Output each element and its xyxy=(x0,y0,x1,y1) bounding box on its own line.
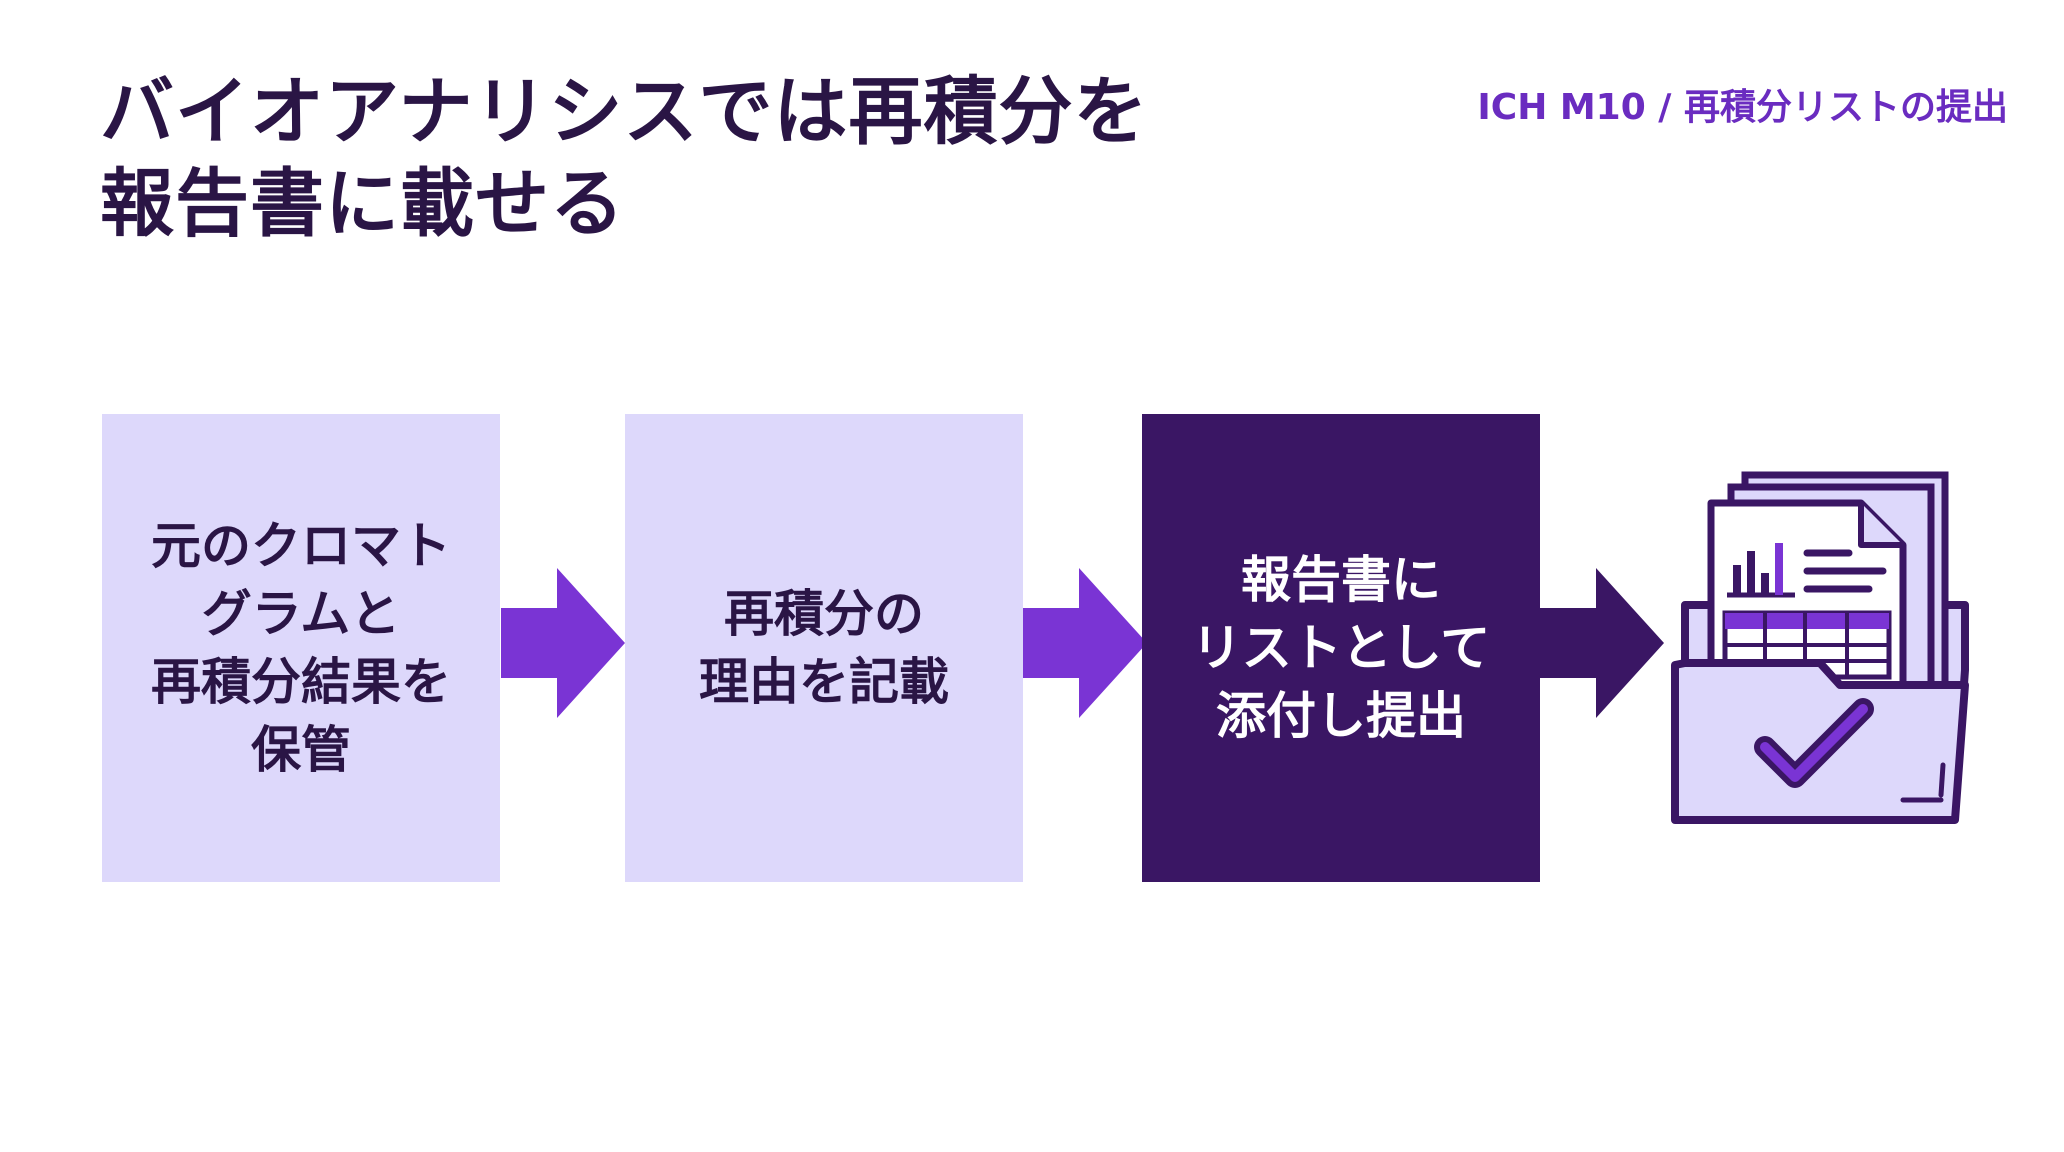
slide-title-line-2: 報告書に載せる xyxy=(100,161,625,247)
arrow-right-icon xyxy=(1540,568,1664,718)
step-3-line: 報告書に xyxy=(1241,551,1441,609)
slide-title-line-1: バイオアナリシスでは再積分を xyxy=(100,69,1149,155)
document-folder-check-icon xyxy=(1671,471,1969,824)
step-1-line: 元のクロマト xyxy=(151,517,451,575)
step-3-line: リストとして xyxy=(1191,619,1491,677)
arrow-right-icon xyxy=(1023,568,1147,718)
step-3-box: 報告書に リストとして 添付し提出 xyxy=(1142,414,1540,882)
step-2-line: 理由を記載 xyxy=(699,653,949,711)
slide-title: バイオアナリシスでは再積分を 報告書に載せる xyxy=(100,66,1200,250)
arrow-right-icon xyxy=(501,568,625,718)
topic-tag: ICH M10 / 再積分リストの提出 xyxy=(1477,87,2008,128)
step-3-line: 添付し提出 xyxy=(1216,687,1466,745)
step-1-line: 再積分結果を xyxy=(151,653,451,711)
step-2-line: 再積分の xyxy=(724,585,924,643)
step-1-line: 保管 xyxy=(251,721,351,779)
step-1-line: グラムと xyxy=(201,585,401,643)
step-2-box: 再積分の 理由を記載 xyxy=(625,414,1023,882)
step-1-box: 元のクロマト グラムと 再積分結果を 保管 xyxy=(102,414,500,882)
